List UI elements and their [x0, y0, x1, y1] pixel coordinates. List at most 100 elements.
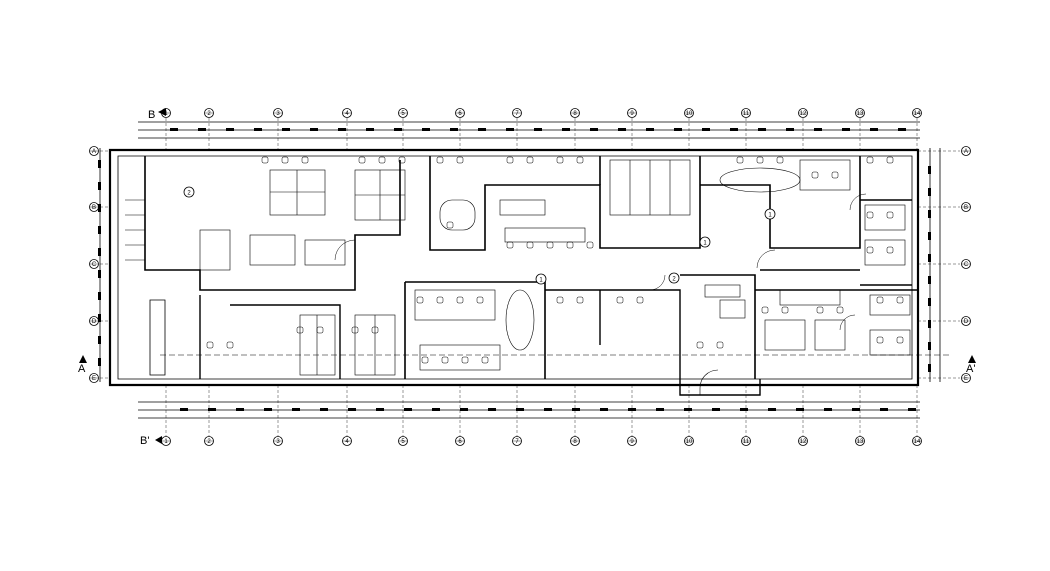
grid-left-A: A [89, 146, 99, 156]
grid-bottom-3-label: 3 [276, 439, 280, 445]
grid-bottom-8-label: 8 [573, 439, 577, 445]
room-tag-5-label: 1 [768, 213, 772, 219]
grid-top-8: 8 [570, 108, 580, 118]
grid-top-7-label: 7 [515, 111, 519, 117]
section-mark-top-left: B [148, 108, 166, 121]
grid-right-D: D [961, 316, 971, 326]
grid-top-13-label: 13 [857, 111, 864, 117]
grid-bottom-9: 9 [627, 436, 637, 446]
grid-bottom-11: 11 [741, 436, 751, 446]
room-tag-3: 2 [668, 272, 680, 284]
grid-top-9: 9 [627, 108, 637, 118]
grid-top-2: 2 [204, 108, 214, 118]
grid-left-E: E [89, 373, 99, 383]
furniture-layout [199, 159, 911, 376]
grid-bottom-4: 4 [342, 436, 352, 446]
section-mark-right-label: A' [966, 363, 975, 375]
grid-top-10-label: 10 [686, 111, 693, 117]
room-tag-1: 2 [183, 186, 195, 198]
section-mark-left: A [78, 355, 87, 375]
grid-bottom-4-label: 4 [345, 439, 349, 445]
grid-right-B: B [961, 202, 971, 212]
grid-bottom-9-label: 9 [630, 439, 634, 445]
grid-bottom-10-label: 10 [686, 439, 693, 445]
grid-top-9-label: 9 [630, 111, 634, 117]
room-tag-3-label: 2 [672, 277, 676, 283]
grid-top-6: 6 [455, 108, 465, 118]
grid-top-7: 7 [512, 108, 522, 118]
grid-top-14: 14 [912, 108, 922, 118]
grid-right-C-label: C [964, 262, 969, 268]
grid-bottom-2: 2 [204, 436, 214, 446]
section-mark-left-label: A [78, 363, 86, 375]
grid-top-2-label: 2 [207, 111, 211, 117]
grid-bottom-12: 12 [798, 436, 808, 446]
grid-right-D-label: D [964, 319, 969, 325]
grid-left-C-label: C [92, 262, 97, 268]
grid-top-13: 13 [855, 108, 865, 118]
grid-right-A-label: A [964, 149, 968, 155]
grid-top-8-label: 8 [573, 111, 577, 117]
section-mark-top-left-label: B [148, 109, 155, 121]
grid-top-11: 11 [741, 108, 751, 118]
grid-top-3-label: 3 [276, 111, 280, 117]
grid-bottom-3: 3 [273, 436, 283, 446]
grid-bottom-1-label: 1 [164, 439, 168, 445]
room-tag-4-label: 1 [703, 241, 707, 247]
grid-top-6-label: 6 [458, 111, 462, 117]
room-tag-2: 1 [535, 273, 547, 285]
grid-lines [100, 118, 960, 436]
grid-bottom-14-label: 14 [914, 439, 921, 445]
grid-bottom-12-label: 12 [800, 439, 807, 445]
room-tags: 2 1 2 1 1 [183, 186, 776, 285]
grid-right-B-label: B [964, 205, 968, 211]
grid-bottom-13-label: 13 [857, 439, 864, 445]
grid-left-C: C [89, 259, 99, 269]
grid-top-4: 4 [342, 108, 352, 118]
grid-top-14-label: 14 [914, 111, 921, 117]
building-outline [108, 148, 950, 396]
grid-bottom-5: 5 [398, 436, 408, 446]
grid-right-E-label: E [964, 376, 968, 382]
grid-top-1-label: 1 [164, 111, 168, 117]
section-mark-right: A' [966, 355, 976, 375]
section-mark-bottom-left-label: B' [140, 435, 149, 447]
grid-bottom-6: 6 [455, 436, 465, 446]
grid-bottom-11-label: 11 [743, 439, 750, 445]
room-tag-2-label: 1 [539, 278, 543, 284]
room-tag-5: 1 [764, 208, 776, 220]
grid-top-12: 12 [798, 108, 808, 118]
grid-bottom-14: 14 [912, 436, 922, 446]
grid-bottom-13: 13 [855, 436, 865, 446]
section-mark-bottom-left: B' [140, 435, 162, 447]
grid-right-C: C [961, 259, 971, 269]
grid-bottom-8: 8 [570, 436, 580, 446]
grid-top-12-label: 12 [800, 111, 807, 117]
grid-top-3: 3 [273, 108, 283, 118]
grid-top-10: 10 [684, 108, 694, 118]
grid-left-E-label: E [92, 376, 96, 382]
grid-left-B-label: B [92, 205, 96, 211]
grid-bottom-5-label: 5 [401, 439, 405, 445]
grid-bottom-2-label: 2 [207, 439, 211, 445]
grid-bottom-6-label: 6 [458, 439, 462, 445]
grid-right-A: A [961, 146, 971, 156]
grid-bottom-1: 1 [161, 436, 171, 446]
grid-right-E: E [961, 373, 971, 383]
grid-left-D-label: D [92, 319, 97, 325]
grid-bottom-10: 10 [684, 436, 694, 446]
grid-top-4-label: 4 [345, 111, 349, 117]
grid-left-D: D [89, 316, 99, 326]
grid-top-5-label: 5 [401, 111, 405, 117]
grid-left-B: B [89, 202, 99, 212]
dimension-ticks [98, 128, 931, 411]
grid-top-11-label: 11 [743, 111, 750, 117]
grid-bottom-7: 7 [512, 436, 522, 446]
room-tag-4: 1 [699, 236, 711, 248]
grid-bottom-7-label: 7 [515, 439, 519, 445]
grid-left-A-label: A [92, 149, 96, 155]
grid-markers: 12345678910111213141234567891011121314AB… [89, 108, 971, 446]
chair-symbols [206, 156, 904, 364]
grid-top-5: 5 [398, 108, 408, 118]
